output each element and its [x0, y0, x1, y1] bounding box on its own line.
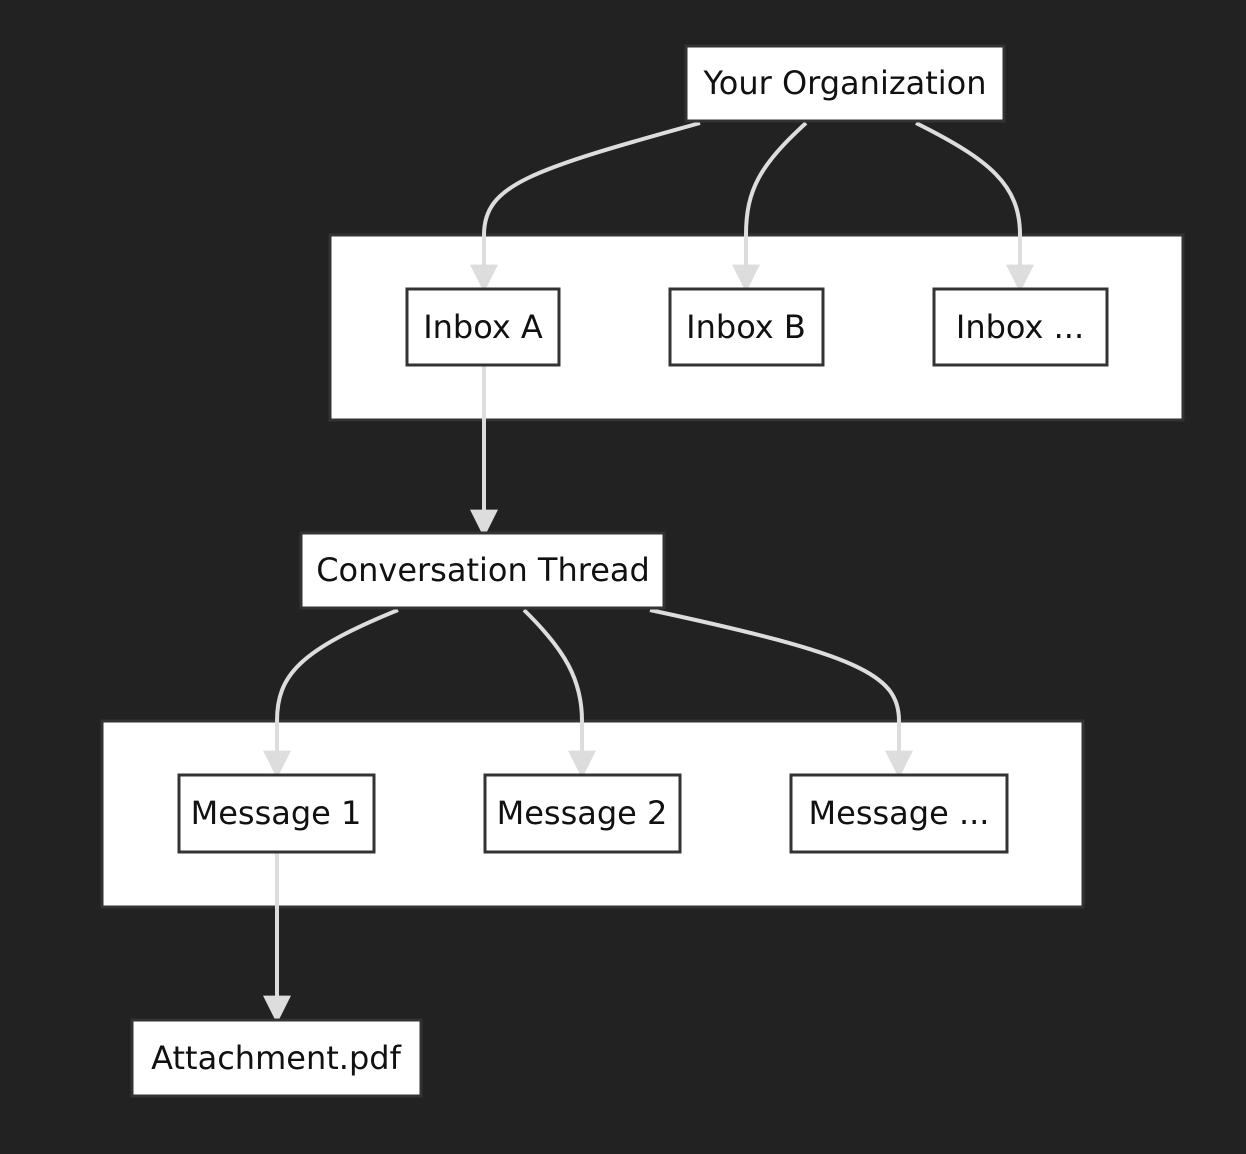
node-message-more[interactable]: Message ...: [789, 773, 1009, 854]
node-conversation-thread[interactable]: Conversation Thread: [299, 531, 666, 610]
node-label: Message 2: [497, 794, 668, 832]
node-message-1[interactable]: Message 1: [177, 773, 376, 854]
edge-org-inbox-a: [470, 121, 701, 293]
node-label: Inbox A: [423, 308, 543, 346]
edge-org-inbox-b: [732, 121, 808, 293]
node-inbox-a[interactable]: Inbox A: [405, 287, 561, 367]
node-label: Inbox B: [686, 308, 806, 346]
node-label: Message 1: [191, 794, 362, 832]
edge-thread-message-1: [263, 608, 399, 779]
node-label: Attachment.pdf: [151, 1039, 401, 1077]
edge-org-inbox-more: [915, 121, 1034, 293]
node-inbox-more[interactable]: Inbox ...: [932, 287, 1109, 367]
node-label: Message ...: [809, 794, 990, 832]
node-label: Your Organization: [702, 64, 986, 102]
node-your-organization[interactable]: Your Organization: [684, 44, 1006, 123]
node-message-2[interactable]: Message 2: [483, 773, 682, 854]
edge-thread-message-more: [649, 608, 913, 779]
node-inbox-b[interactable]: Inbox B: [668, 287, 825, 367]
edge-thread-message-2: [522, 608, 596, 779]
node-label: Inbox ...: [956, 308, 1084, 346]
node-label: Conversation Thread: [316, 551, 650, 589]
node-attachment[interactable]: Attachment.pdf: [130, 1018, 423, 1098]
